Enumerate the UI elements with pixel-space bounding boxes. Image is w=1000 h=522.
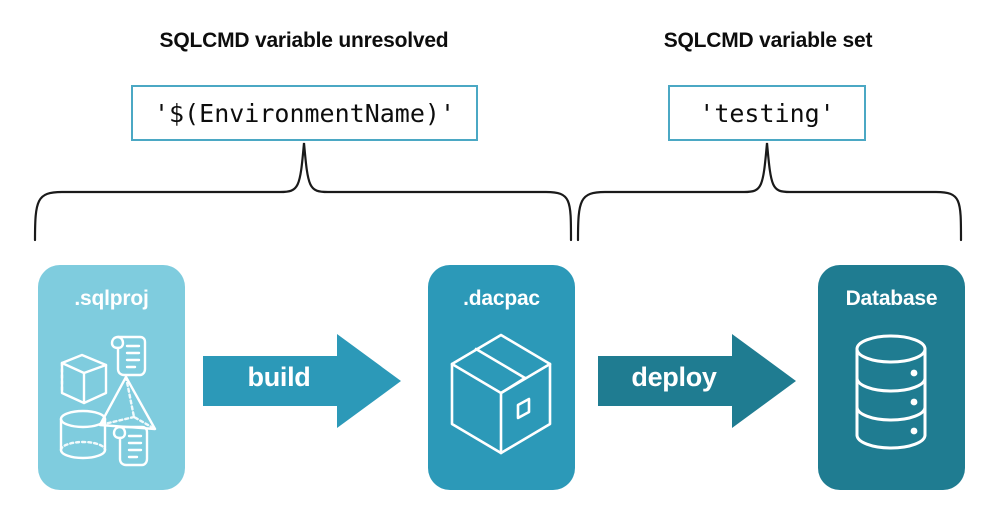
arrow-build-shape (203, 334, 401, 428)
arrow-build: build (203, 334, 401, 428)
cylinder-icon (59, 409, 107, 460)
code-box-environment-name: '$(EnvironmentName)' (131, 85, 478, 141)
card-sqlproj: .sqlproj (38, 265, 185, 490)
code-box-testing: 'testing' (668, 85, 866, 141)
card-dacpac-label: .dacpac (463, 287, 540, 310)
card-database-artwork (855, 334, 927, 450)
card-database: Database (818, 265, 965, 490)
arrow-deploy: deploy (598, 334, 796, 428)
cube-icon (60, 353, 108, 405)
card-dacpac-artwork (450, 333, 552, 455)
card-dacpac: .dacpac (428, 265, 575, 490)
brace-left-icon (33, 142, 573, 242)
pyramid-icon (98, 375, 157, 431)
script-scroll-icon (112, 425, 149, 467)
package-box-icon (450, 333, 552, 455)
card-sqlproj-label: .sqlproj (74, 287, 149, 310)
database-cylinder-icon (855, 334, 927, 450)
heading-sqlcmd-variable-set: SQLCMD variable set (663, 29, 873, 52)
database-status-dots (910, 369, 918, 435)
brace-right-icon (576, 142, 963, 242)
card-database-label: Database (845, 287, 938, 310)
card-sqlproj-artwork (59, 335, 157, 467)
heading-sqlcmd-variable-unresolved: SQLCMD variable unresolved (159, 29, 449, 52)
arrow-deploy-shape (598, 334, 796, 428)
script-scroll-icon (110, 335, 147, 377)
